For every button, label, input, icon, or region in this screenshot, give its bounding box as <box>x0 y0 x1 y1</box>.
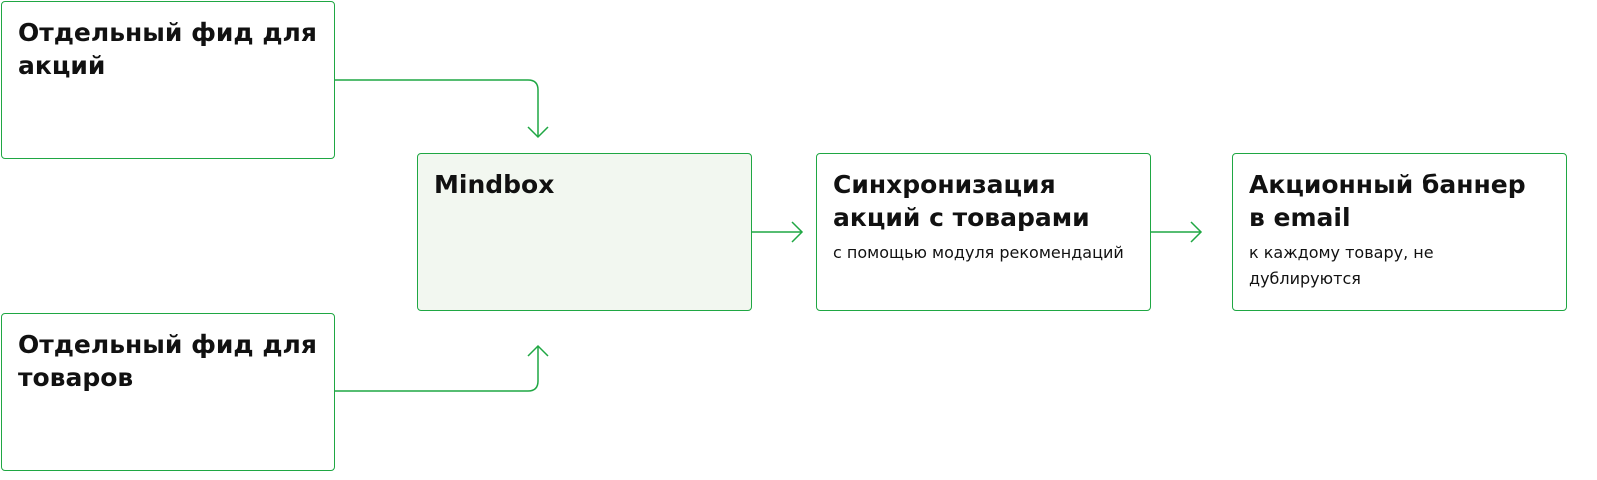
arrowhead-up <box>527 344 549 357</box>
arrowhead-down <box>527 126 549 139</box>
sync-box: Синхронизация акций с товарами с помощью… <box>816 153 1151 311</box>
arrowhead-right <box>791 221 804 243</box>
arrow-promo-to-mindbox <box>335 79 539 137</box>
sync-title: Синхронизация акций с товарами <box>833 170 1090 232</box>
promo-feed-title: Отдельный фид для акций <box>18 18 317 80</box>
mindbox-title: Mindbox <box>434 170 555 199</box>
arrow-goods-to-mindbox <box>335 346 539 392</box>
promo-feed-box: Отдельный фид для акций <box>1 1 335 159</box>
sync-subtitle: с помощью модуля рекомендаций <box>833 243 1124 262</box>
goods-feed-box: Отдельный фид для товаров <box>1 313 335 471</box>
banner-subtitle: к каждому товару, не дублируются <box>1249 243 1434 288</box>
banner-title: Акционный баннер в email <box>1249 170 1526 232</box>
goods-feed-title: Отдельный фид для товаров <box>18 330 317 392</box>
mindbox-box: Mindbox <box>417 153 752 311</box>
banner-box: Акционный баннер в email к каждому товар… <box>1232 153 1567 311</box>
arrowhead-right <box>1190 221 1203 243</box>
